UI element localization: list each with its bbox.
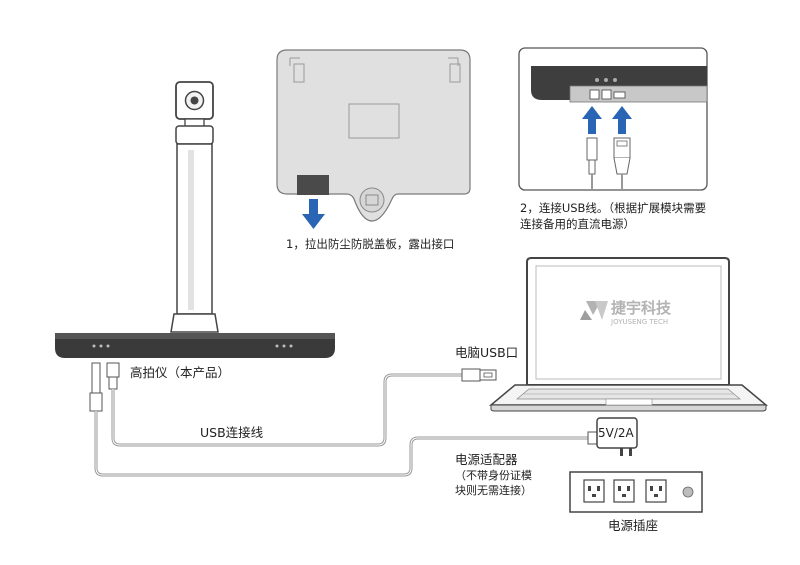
adapter-note-line2: 块则无需连接）: [455, 484, 532, 497]
dc-power-cable: [89, 362, 588, 477]
step2-caption-line1: 2，连接USB线。（根据扩展模块需要: [520, 201, 706, 215]
camera-base: [55, 335, 335, 358]
usb-port-icon: [601, 89, 612, 100]
step2-closeup-frame: [518, 47, 708, 191]
power-adapter: [587, 417, 638, 456]
usb-cable: [106, 362, 497, 447]
adapter-note-line1: （不带身份证模: [455, 468, 532, 482]
brand-logo-subtext: JOYUSENG TECH: [610, 318, 668, 326]
document-camera: [55, 81, 335, 358]
outlet-3: [645, 479, 667, 503]
step2-caption-line2: 连接备用的直流电源）: [520, 217, 635, 231]
outlet-1: [583, 479, 605, 503]
step1-cover-panel: [276, 49, 471, 222]
camera-pole: [176, 143, 213, 315]
scanner-label: 高拍仪（本产品）: [130, 365, 230, 380]
laptop-screen: [535, 265, 722, 380]
brand-logo-icon: [580, 301, 608, 320]
adapter-label: 电源适配器: [455, 452, 518, 467]
laptop: 捷宇科技 JOYUSENG TECH: [488, 257, 769, 412]
step1-caption: 1，拉出防尘防脱盖板，露出接口: [286, 237, 454, 251]
port-cover: [297, 175, 329, 195]
usb-cable-label: USB连接线: [200, 425, 264, 440]
laptop-usb-port-label: 电脑USB口: [455, 345, 518, 360]
brand-logo-text: 捷宇科技: [611, 299, 672, 317]
adapter-rating: 5V/2A: [598, 426, 635, 440]
socket-label: 电源插座: [608, 518, 658, 533]
step1-down-arrow: [302, 199, 325, 229]
power-indicator-icon: [682, 486, 694, 498]
dc-port-icon: [589, 89, 600, 100]
outlet-2: [613, 479, 635, 503]
power-socket: [569, 471, 703, 513]
